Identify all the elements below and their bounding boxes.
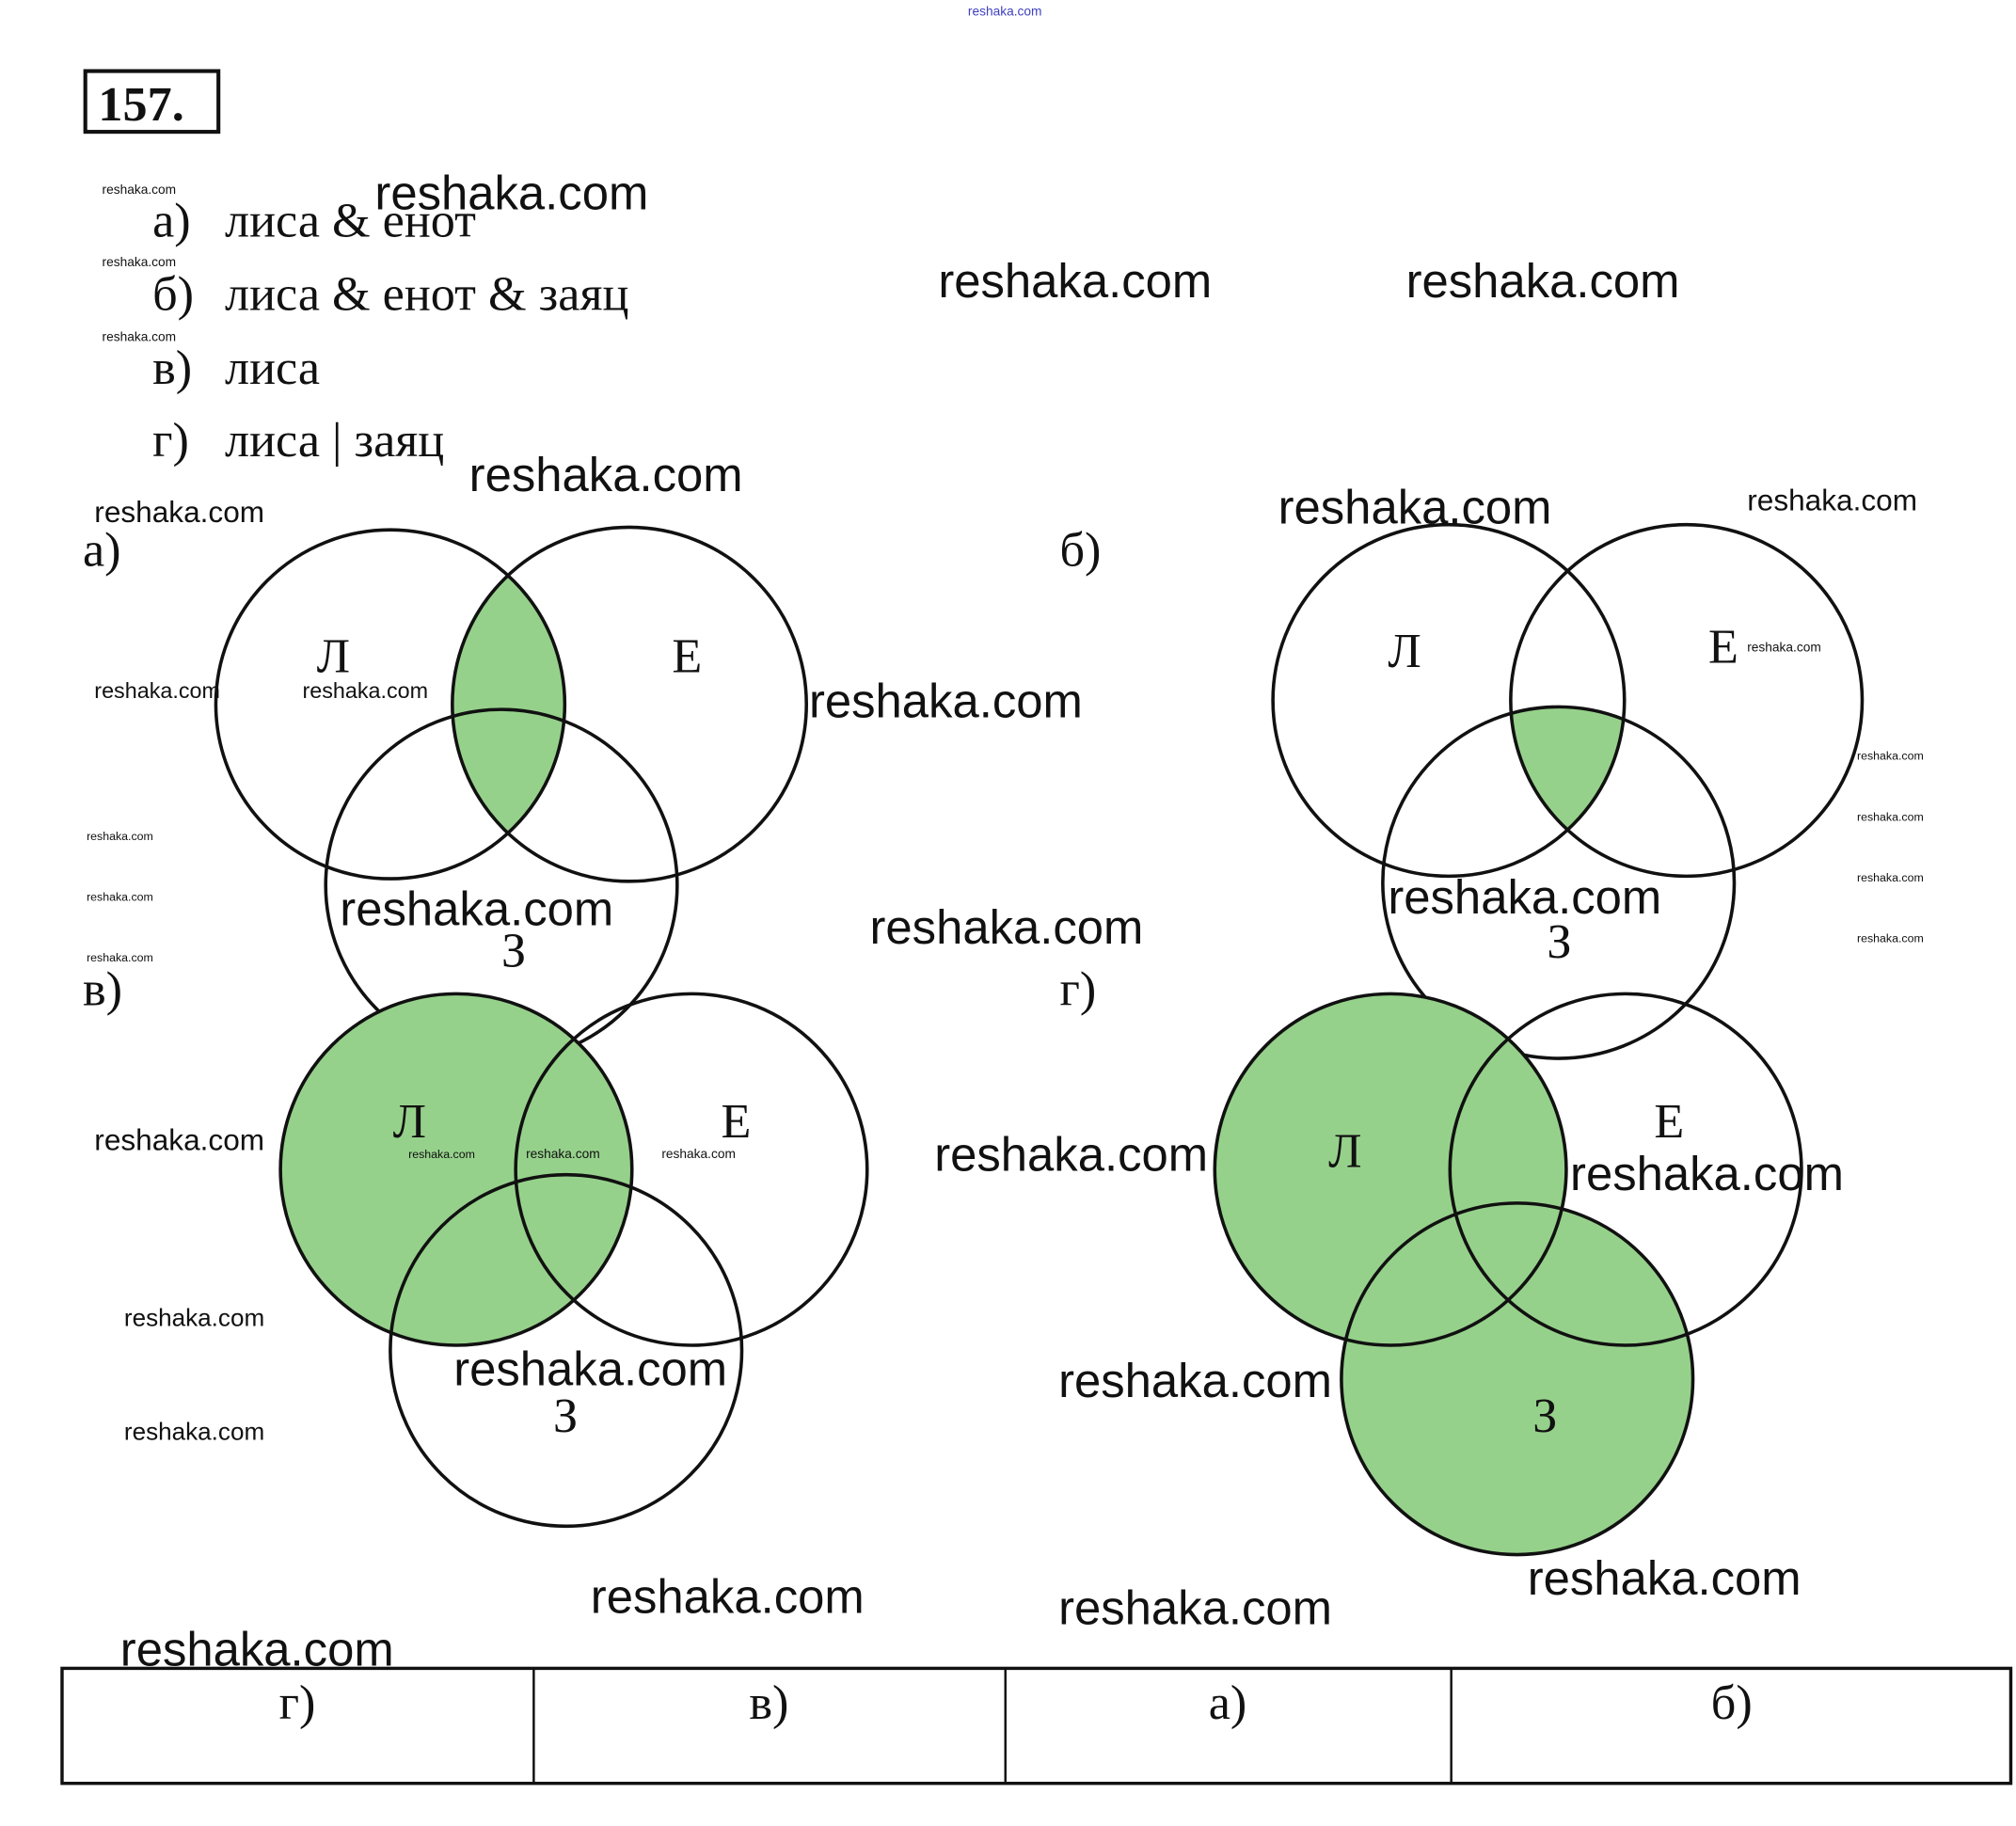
watermark: reshaka.com	[124, 1303, 264, 1331]
set-label: З	[1532, 1389, 1557, 1443]
watermark: reshaka.com	[1857, 931, 1924, 945]
set-circle-l	[1213, 992, 1568, 1347]
set-circle-e	[514, 992, 869, 1347]
watermark: reshaka.com	[408, 1148, 475, 1161]
table-cell: г)	[279, 1675, 316, 1730]
venn-diagram-g: г) Л Е З	[1059, 962, 1803, 1557]
watermark: reshaka.com	[87, 830, 153, 843]
set-circle-e	[451, 525, 808, 883]
watermark: reshaka.com	[1747, 640, 1821, 654]
set-label: Е	[1708, 620, 1738, 675]
diagram-label: в)	[83, 962, 122, 1017]
watermark: reshaka.com	[87, 890, 153, 903]
watermark: reshaka.com	[1058, 1581, 1332, 1635]
venn-diagram-b: б) Л Е З	[1059, 522, 1865, 1060]
watermark: reshaka.com	[1857, 871, 1924, 884]
problem-number-text: 157.	[98, 77, 183, 132]
expressions-list: а) лиса & енот б) лиса & енот & заяц в) …	[152, 193, 628, 468]
watermark: reshaka.com	[1058, 1354, 1332, 1407]
watermark: reshaka.com	[103, 330, 177, 344]
set-circle-z	[1381, 705, 1737, 1060]
watermark: reshaka.com	[103, 183, 177, 197]
watermark: reshaka.com	[340, 882, 613, 936]
watermark: reshaka.com	[94, 678, 220, 703]
shaded-region	[1341, 1202, 1693, 1555]
watermark: reshaka.com	[809, 674, 1083, 727]
watermark: reshaka.com	[1406, 254, 1680, 308]
watermark: reshaka.com	[1857, 750, 1924, 763]
expression-label: в)	[152, 341, 192, 395]
expression-text: лиса & енот	[225, 193, 476, 247]
watermark: reshaka.com	[661, 1147, 736, 1161]
diagram-label: г)	[1059, 962, 1096, 1017]
set-label: Е	[1654, 1094, 1684, 1149]
watermark: reshaka.com	[94, 1123, 264, 1157]
set-circle-l	[1271, 522, 1627, 879]
watermark: reshaka.com	[124, 1417, 264, 1445]
watermark: reshaka.com	[302, 678, 428, 703]
watermark: reshaka.com	[120, 1623, 394, 1676]
table-cell: в)	[749, 1675, 788, 1730]
expression-text: лиса & енот & заяц	[225, 267, 628, 322]
watermark: reshaka.com	[1570, 1147, 1844, 1200]
set-label: З	[1547, 914, 1571, 969]
set-label: Л	[317, 628, 350, 683]
watermark: reshaka.com	[938, 254, 1212, 308]
diagram-label: а)	[83, 523, 121, 578]
set-circle-z	[1340, 1201, 1695, 1557]
set-circle-e	[1448, 992, 1803, 1347]
watermark: reshaka.com	[1278, 480, 1552, 533]
answer-table: г) в) а) б)	[60, 1666, 2013, 1786]
watermark: reshaka.com	[968, 4, 1042, 18]
set-circle-e	[1509, 522, 1865, 879]
set-label: З	[553, 1389, 578, 1443]
expression-text: лиса | заяц	[225, 413, 444, 468]
set-circle-l	[214, 528, 567, 881]
set-label: Л	[393, 1094, 426, 1149]
shaded-region	[452, 530, 565, 880]
set-label: Е	[672, 628, 702, 683]
set-label: Л	[1388, 624, 1421, 678]
set-label: З	[501, 924, 526, 978]
watermark: reshaka.com	[591, 1569, 865, 1623]
set-label: Л	[1328, 1123, 1361, 1178]
watermark: reshaka.com	[870, 900, 1144, 954]
problem-number: 157.	[83, 69, 221, 135]
watermark: reshaka.com	[1857, 810, 1924, 823]
table-cell: б)	[1711, 1675, 1753, 1730]
expression-label: г)	[152, 413, 189, 468]
watermark: reshaka.com	[94, 495, 264, 529]
expression-text: лиса	[225, 341, 320, 395]
watermark: reshaka.com	[934, 1128, 1208, 1182]
watermark: reshaka.com	[103, 255, 177, 269]
watermark: reshaka.com	[1747, 484, 1917, 517]
watermark: reshaka.com	[469, 448, 743, 501]
watermark: reshaka.com	[87, 951, 153, 964]
watermarks: reshaka.com reshaka.com reshaka.com resh…	[87, 167, 1924, 1676]
table-cell: а)	[1209, 1675, 1247, 1730]
set-label: Е	[722, 1094, 752, 1149]
watermark: reshaka.com	[374, 167, 648, 220]
expression-label: б)	[152, 267, 194, 322]
shaded-region	[280, 993, 632, 1345]
watermark: reshaka.com	[1388, 870, 1661, 924]
watermark: reshaka.com	[1528, 1551, 1802, 1605]
watermark: reshaka.com	[453, 1342, 727, 1396]
watermark: reshaka.com	[526, 1147, 600, 1161]
expression-label: а)	[152, 193, 191, 247]
venn-diagram-v: в) Л Е З	[83, 962, 869, 1529]
venn-diagram-a: а) Л Е З	[83, 523, 808, 1063]
set-circle-z	[389, 1172, 744, 1529]
set-circle-l	[278, 992, 634, 1347]
diagram-label: б)	[1059, 523, 1101, 578]
